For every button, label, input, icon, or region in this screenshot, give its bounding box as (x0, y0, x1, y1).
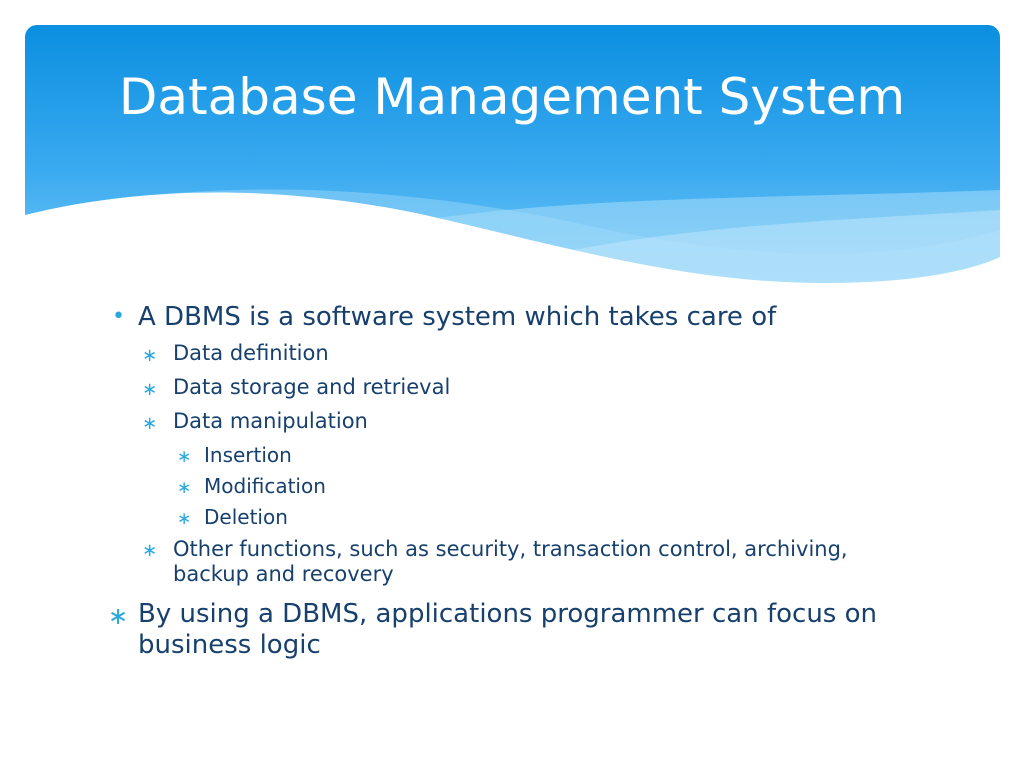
bullet-data-definition: Data definition (173, 341, 329, 365)
header-wave-graphic (25, 25, 1000, 290)
bullet-modification: Modification (204, 474, 326, 498)
bullet-asterisk-icon: ∗ (177, 478, 192, 498)
bullet-data-manipulation: Data manipulation (173, 409, 368, 433)
header-banner (25, 25, 1000, 290)
bullet-asterisk-icon: ∗ (142, 379, 158, 400)
bullet-asterisk-icon: ∗ (142, 413, 158, 434)
bullet-dbms-definition: A DBMS is a software system which takes … (138, 302, 777, 332)
bullet-asterisk-icon: ∗ (177, 447, 192, 467)
bullet-asterisk-icon: ∗ (142, 540, 158, 561)
bullet-business-logic: By using a DBMS, applications programmer… (138, 599, 877, 661)
bullet-insertion: Insertion (204, 443, 292, 467)
slide-title: Database Management System (118, 68, 906, 126)
bullet-deletion: Deletion (204, 505, 288, 529)
bullet-asterisk-icon: ∗ (142, 345, 158, 366)
bullet-other-functions: Other functions, such as security, trans… (173, 537, 848, 587)
bullet-data-storage: Data storage and retrieval (173, 375, 451, 399)
bullet-asterisk-icon: ∗ (177, 509, 192, 529)
bullet-dot-icon: • (112, 304, 125, 329)
bullet-asterisk-icon: ∗ (108, 602, 129, 630)
